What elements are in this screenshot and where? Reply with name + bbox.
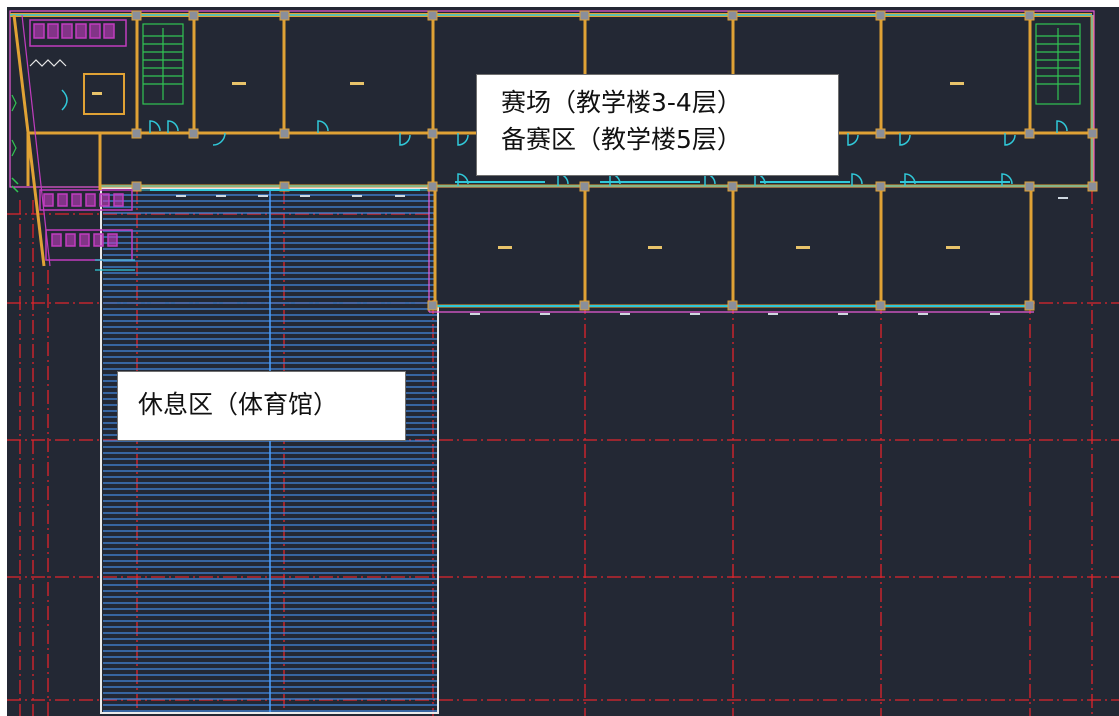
gymnasium xyxy=(100,187,439,714)
competition-area-callout: 赛场（教学楼3-4层） 备赛区（教学楼5层） xyxy=(476,74,839,176)
competition-venue-label: 赛场（教学楼3-4层） xyxy=(501,88,742,117)
wall-columns xyxy=(131,10,1098,311)
stair-icon xyxy=(11,23,1081,157)
windows xyxy=(150,181,1010,191)
preparation-area-label: 备赛区（教学楼5层） xyxy=(501,125,742,154)
toilet-icon xyxy=(11,14,135,271)
rest-area-callout: 休息区（体育馆） xyxy=(117,371,406,441)
south-classroom-wing xyxy=(428,184,1034,313)
cad-annotations xyxy=(92,82,1068,315)
paper-left-margin xyxy=(0,0,7,716)
rest-area-label: 休息区（体育馆） xyxy=(138,390,339,419)
